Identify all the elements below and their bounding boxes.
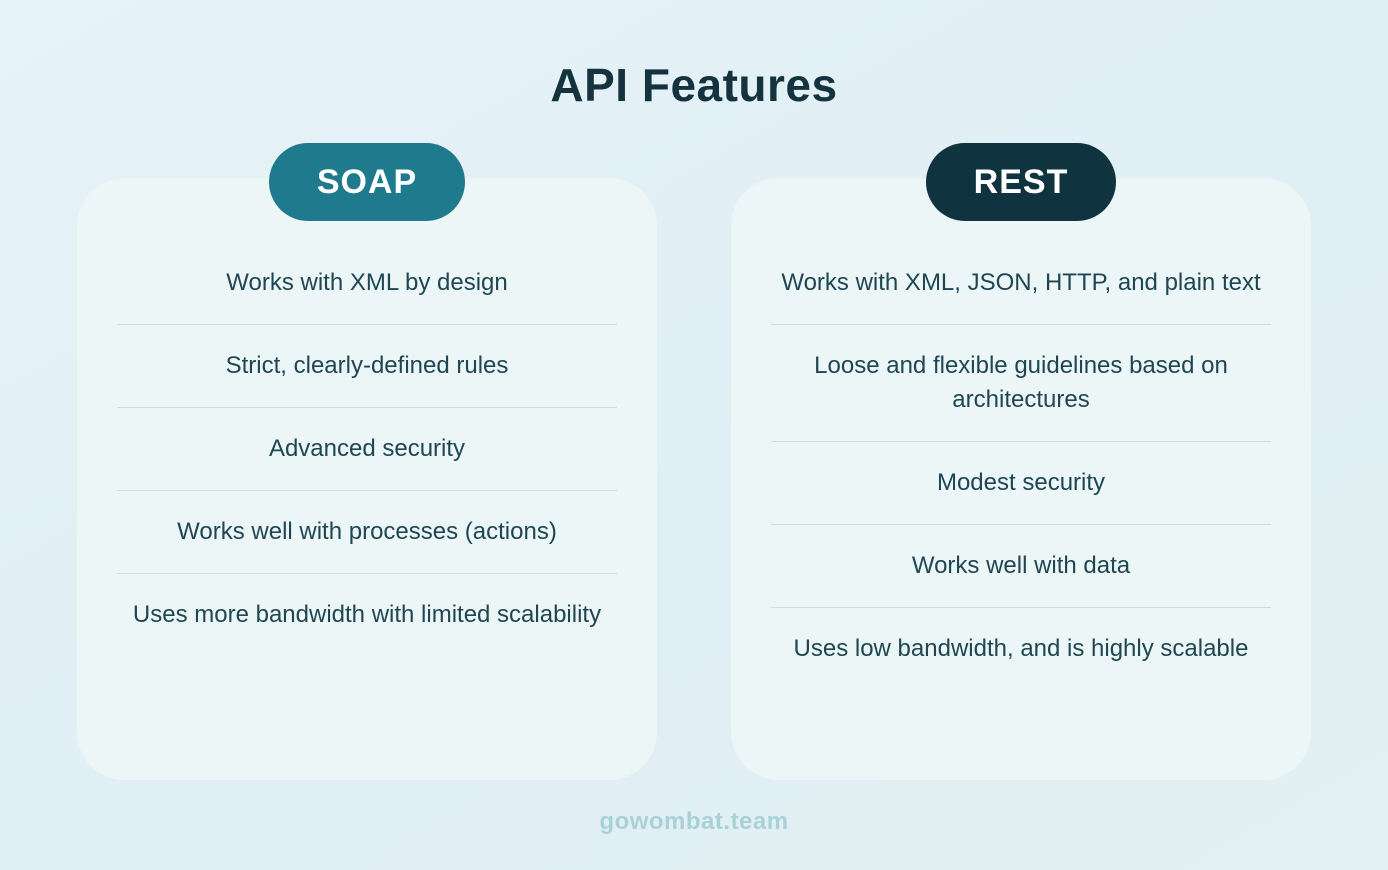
list-item: Advanced security [268,435,466,462]
divider [117,407,617,408]
soap-card: Works with XML by design Strict, clearly… [77,178,657,780]
divider [117,490,617,491]
list-item: Works with XML by design [226,269,508,296]
list-item: Loose and flexible guidelines based on a… [814,352,1228,413]
soap-badge: SOAP [268,143,466,221]
list-item: Uses more bandwidth with limited scalabi… [132,601,602,628]
divider [771,524,1271,525]
watermark: gowombat.team [599,808,789,835]
list-item: Works well with data [911,552,1131,579]
list-item: Uses low bandwidth, and is highly scalab… [793,635,1249,662]
rest-card: Works with XML, JSON, HTTP, and plain te… [731,178,1311,780]
comparison-columns: SOAP Works with XML by design Strict, cl… [0,143,1388,780]
rest-column: REST Works with XML, JSON, HTTP, and pla… [731,143,1311,780]
soap-column: SOAP Works with XML by design Strict, cl… [77,143,657,780]
list-item: Works well with processes (actions) [177,518,557,545]
divider [117,324,617,325]
divider [771,441,1271,442]
divider [771,324,1271,325]
divider [771,607,1271,608]
rest-badge: REST [925,143,1117,221]
list-item: Modest security [936,469,1106,496]
list-item: Works with XML, JSON, HTTP, and plain te… [781,269,1261,296]
divider [117,573,617,574]
list-item: Strict, clearly-defined rules [225,352,509,379]
page-title: API Features [550,59,838,111]
